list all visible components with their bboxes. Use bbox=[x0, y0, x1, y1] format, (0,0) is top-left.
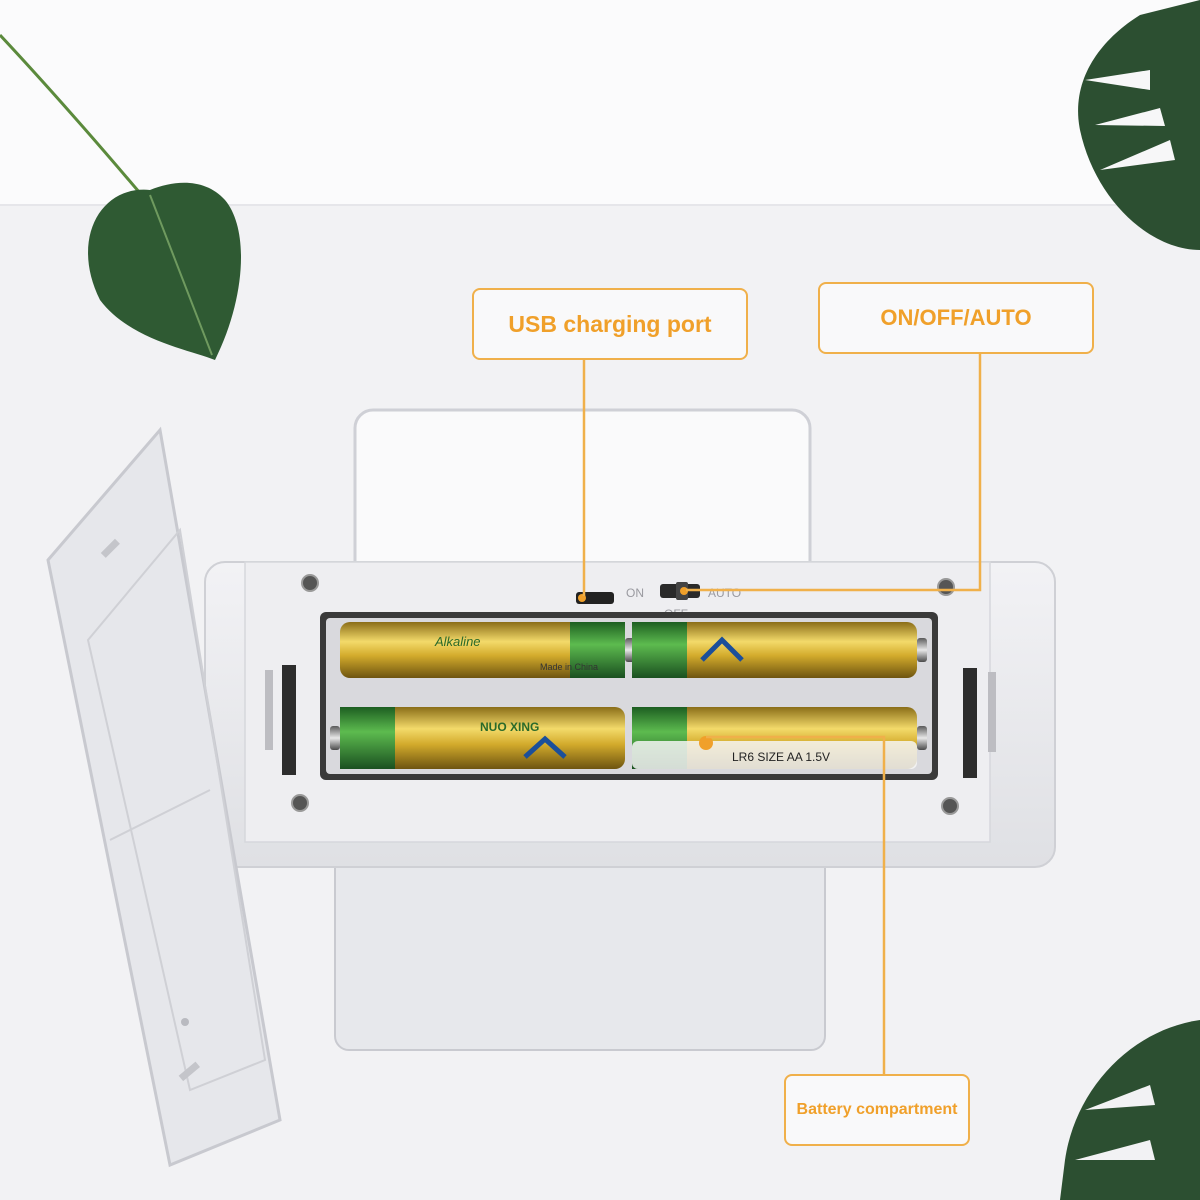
screw-icon bbox=[291, 794, 309, 812]
callout-battery-compartment: Battery compartment bbox=[784, 1074, 970, 1146]
battery-origin-label: Made in China bbox=[540, 662, 598, 672]
battery bbox=[632, 622, 927, 678]
callout-power-switch: ON/OFF/AUTO bbox=[818, 282, 1094, 354]
switch-on-label: ON bbox=[626, 586, 644, 600]
battery-size-label: LR6 SIZE AA 1.5V bbox=[732, 750, 830, 764]
callout-usb-charging-port: USB charging port bbox=[472, 288, 748, 360]
background-top-band bbox=[0, 0, 1200, 205]
battery-compartment: Alkaline Made in China NUO XING bbox=[320, 612, 938, 780]
leaf-bottom-right bbox=[1060, 1020, 1200, 1200]
battery: Alkaline Made in China bbox=[340, 622, 635, 678]
screw-icon bbox=[937, 578, 955, 596]
usb-port bbox=[576, 592, 614, 604]
leader-lines bbox=[582, 354, 982, 1074]
screw-icon bbox=[301, 574, 319, 592]
battery-cover bbox=[46, 426, 282, 1168]
screw-icon bbox=[941, 797, 959, 815]
switch-auto-label: AUTO bbox=[708, 586, 741, 600]
battery-brand-label: Alkaline bbox=[434, 634, 481, 649]
leaf-top-right bbox=[1078, 0, 1200, 250]
battery-maker-label: NUO XING bbox=[480, 720, 539, 734]
callout-switch-label: ON/OFF/AUTO bbox=[880, 305, 1032, 330]
callout-battery-label: Battery compartment bbox=[796, 1101, 958, 1118]
leaf-top-left bbox=[0, 33, 242, 360]
callout-usb-label: USB charging port bbox=[508, 310, 712, 337]
battery: NUO XING bbox=[330, 707, 625, 769]
